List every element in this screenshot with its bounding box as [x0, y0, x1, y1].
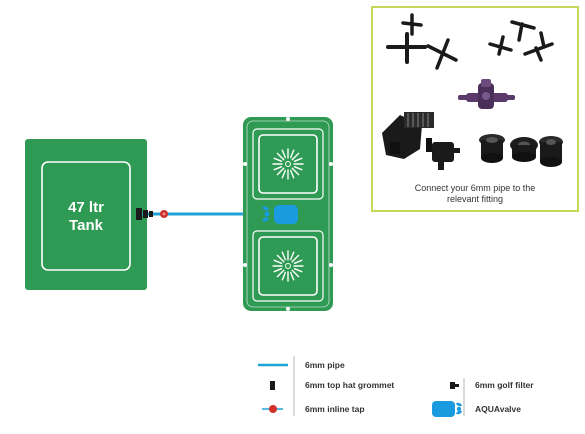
- fittings-caption-line2: relevant fitting: [447, 194, 503, 204]
- legend-tap-icon: [262, 405, 283, 413]
- legend-pipe-label: 6mm pipe: [305, 360, 345, 370]
- legend-grommet-icon: [270, 381, 275, 390]
- tray-pot-lower: [252, 230, 324, 302]
- tank-label-line1: 47 ltr: [68, 199, 104, 216]
- tank-label-line2: Tank: [69, 217, 104, 234]
- golf-filter-fitting-icon: [432, 142, 460, 170]
- fittings-panel: Connect your 6mm pipe to the relevant fi…: [371, 6, 579, 212]
- cross-fittings-icon: [386, 13, 458, 70]
- legend: 6mm pipe 6mm top hat grommet 6mm inline …: [258, 356, 534, 417]
- legend-golf-filter-icon: [450, 382, 459, 389]
- aquavalve-icon: [262, 205, 298, 224]
- tee-fittings-icon: [488, 20, 554, 62]
- tray-pot-upper: [252, 128, 324, 200]
- legend-tap-label: 6mm inline tap: [305, 404, 365, 414]
- legend-grommet-label: 6mm top hat grommet: [305, 380, 394, 390]
- filter-bracket-icon: [382, 112, 434, 159]
- legend-aquavalve-icon: [432, 401, 462, 417]
- purple-valve-icon: [458, 79, 515, 109]
- water-tank: 47 ltr Tank: [25, 139, 147, 290]
- tray-rim-dots: [243, 117, 333, 311]
- fittings-caption-line1: Connect your 6mm pipe to the: [415, 183, 536, 193]
- grommet-fitting-icon: [136, 208, 153, 220]
- legend-aquavalve-label: AQUAvalve: [475, 404, 521, 414]
- top-hat-grommets-icon: [479, 134, 563, 167]
- legend-golf-filter-label: 6mm golf filter: [475, 380, 534, 390]
- inline-tap-icon: [160, 210, 168, 218]
